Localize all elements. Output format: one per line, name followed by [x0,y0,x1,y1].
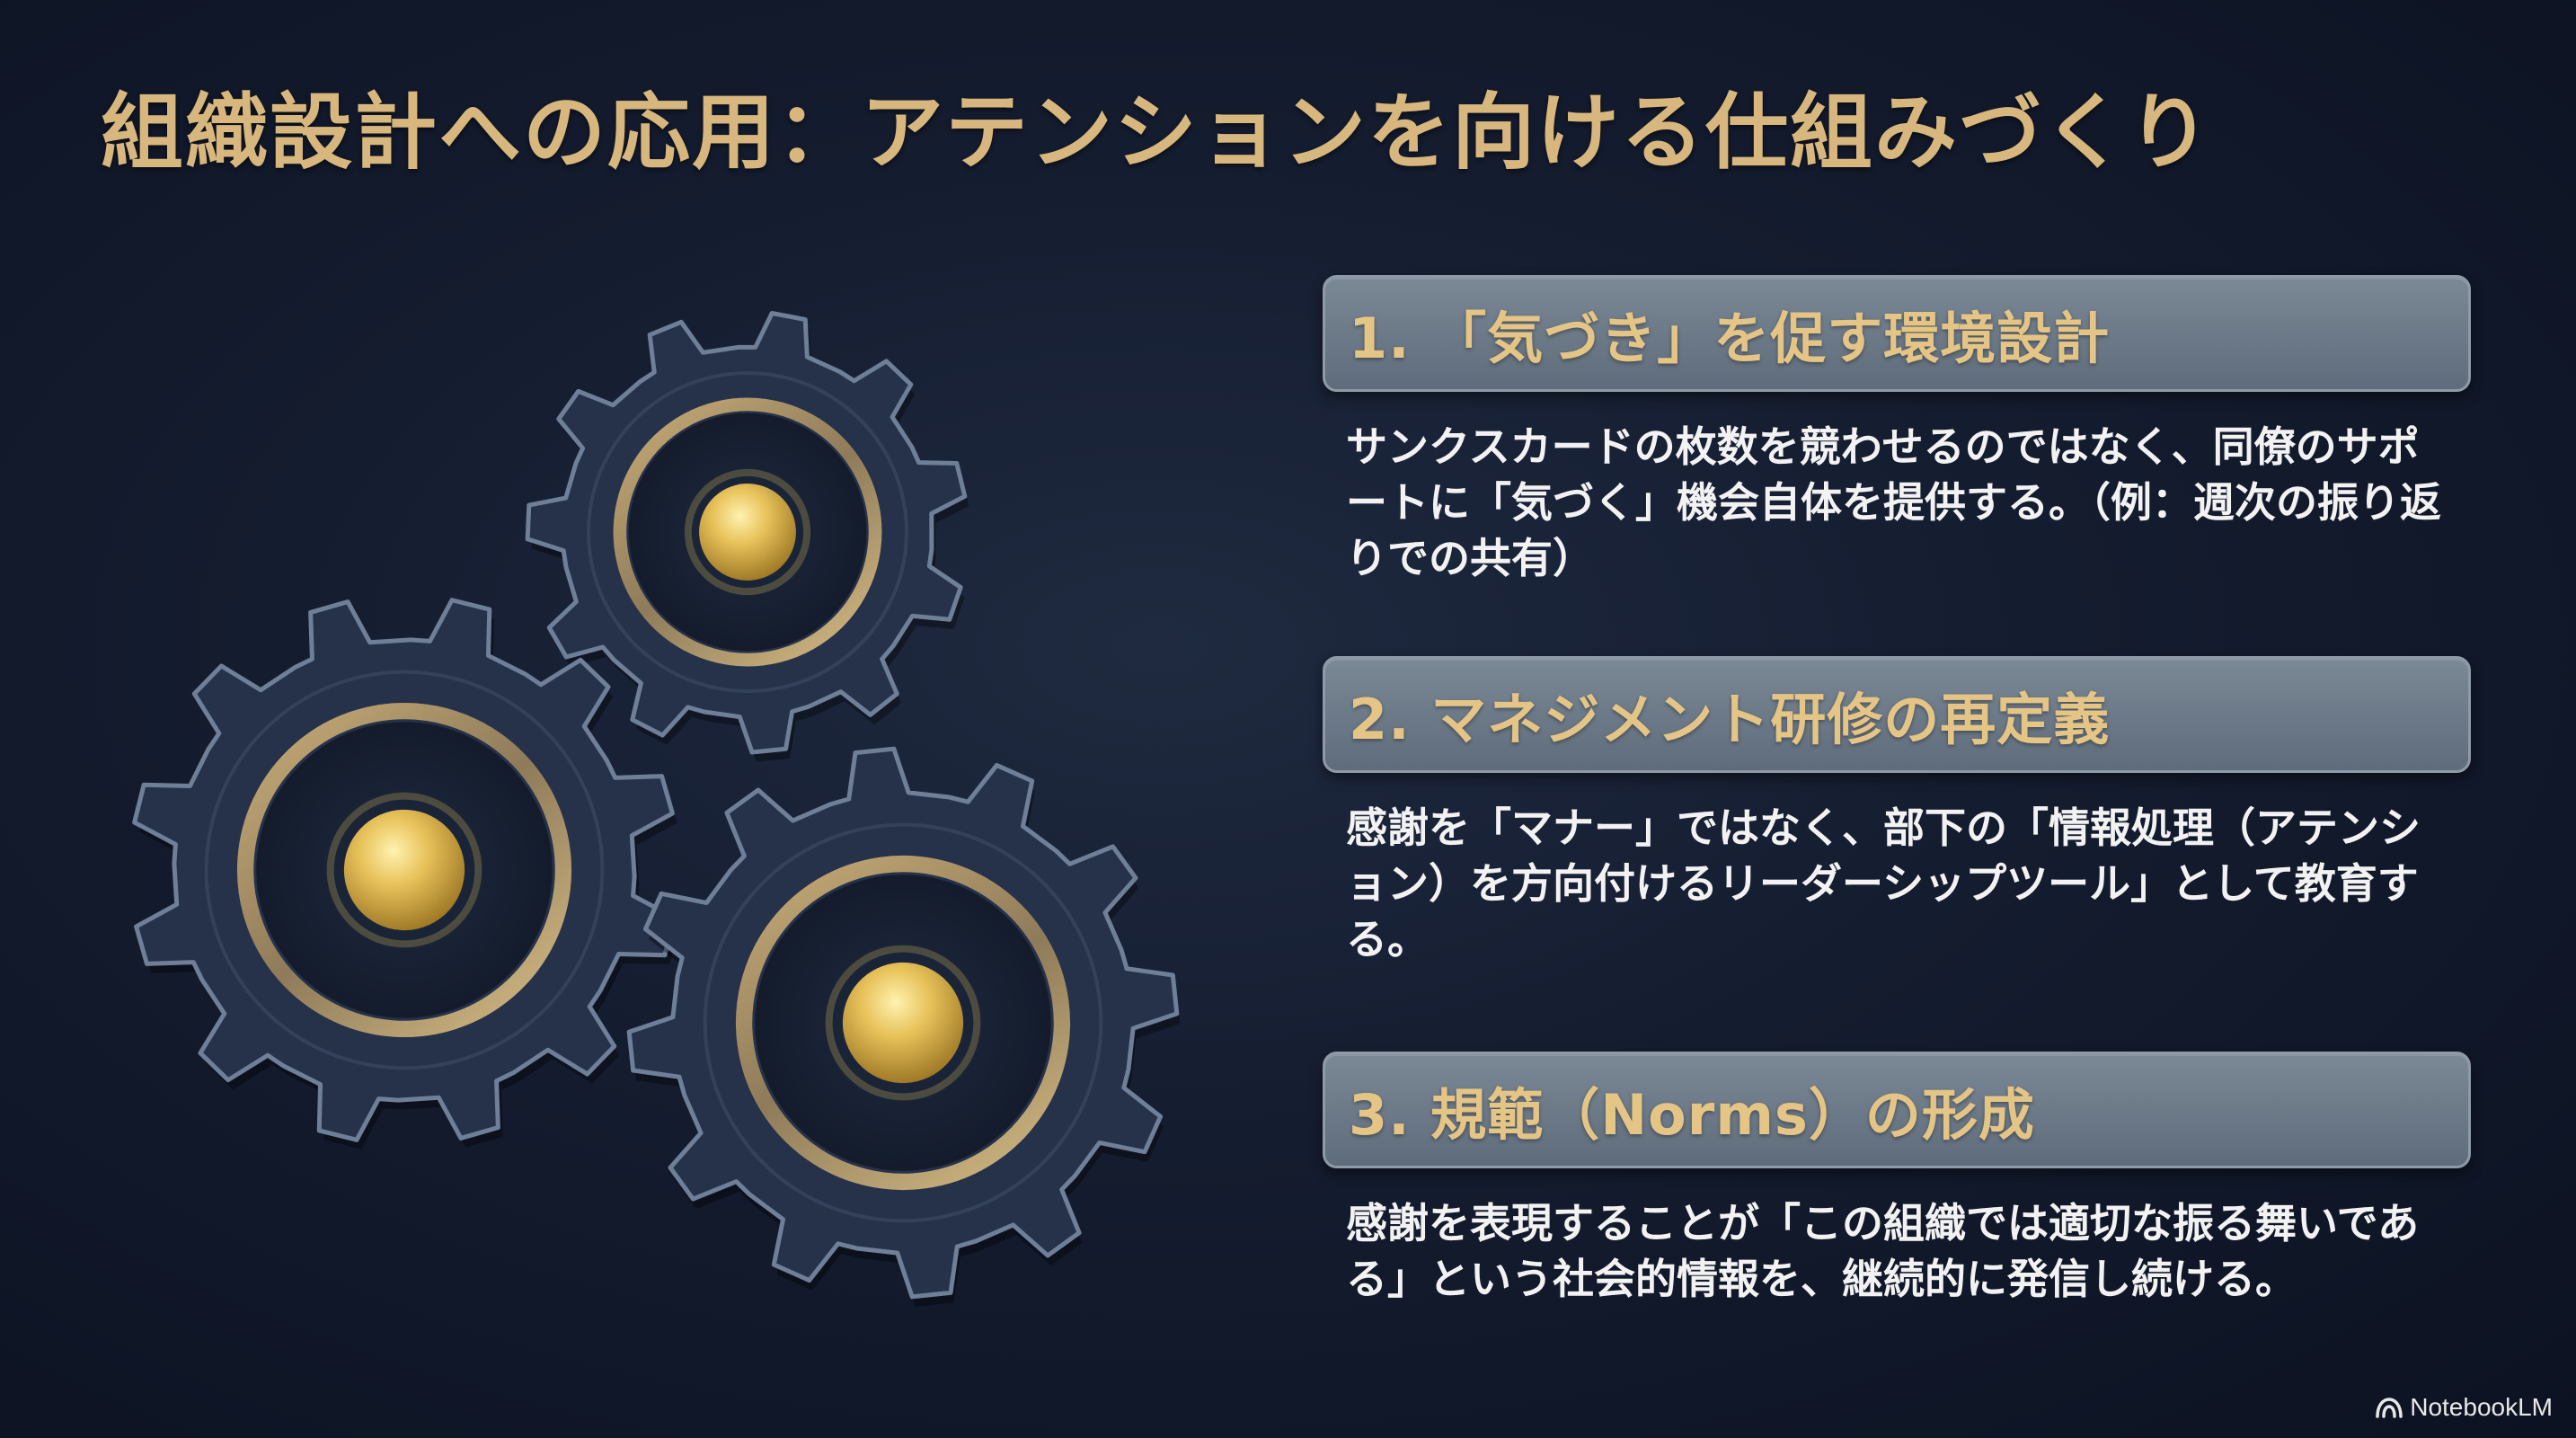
section-1-heading: 1. 「気づき」を促す環境設計 [1349,306,2111,371]
gears-illustration [132,311,1181,1307]
section-1-body: サンクスカードの枚数を競わせるのではなく、同僚のサポートに「気づく」機会自体を提… [1346,422,2441,582]
gear-right-icon [626,746,1181,1307]
section-2-heading: 2. マネジメント研修の再定義 [1349,687,2111,752]
section-1: 1. 「気づき」を促す環境設計 サンクスカードの枚数を競わせるのではなく、同僚の… [1323,275,2471,586]
notebooklm-logo-icon [2376,1398,2403,1418]
watermark: NotebookLM [2376,1389,2553,1425]
section-2: 2. マネジメント研修の再定義 感謝を「マナー」ではなく、部下の「情報処理（アテ… [1323,656,2471,967]
gear-left-icon [132,598,679,1150]
section-3-header: 3. 規範（Norms）の形成 [1323,1052,2471,1168]
watermark-label: NotebookLM [2410,1393,2553,1421]
gear-top-icon [525,311,969,762]
section-3-body: 感謝を表現することが「この組織では適切な振る舞いである」という社会的情報を、継続… [1346,1199,2420,1303]
section-2-header: 2. マネジメント研修の再定義 [1323,656,2471,773]
section-3-heading: 3. 規範（Norms）の形成 [1349,1082,2035,1148]
slide-title: 組織設計への応用：アテンションを向ける仕組みづくり [101,84,2213,181]
section-3: 3. 規範（Norms）の形成 感謝を表現することが「この組織では適切な振る舞い… [1323,1052,2471,1307]
section-2-body: 感謝を「マナー」ではなく、部下の「情報処理（アテンション）を方向付けるリーダーシ… [1346,803,2421,963]
section-1-header: 1. 「気づき」を促す環境設計 [1323,275,2471,392]
